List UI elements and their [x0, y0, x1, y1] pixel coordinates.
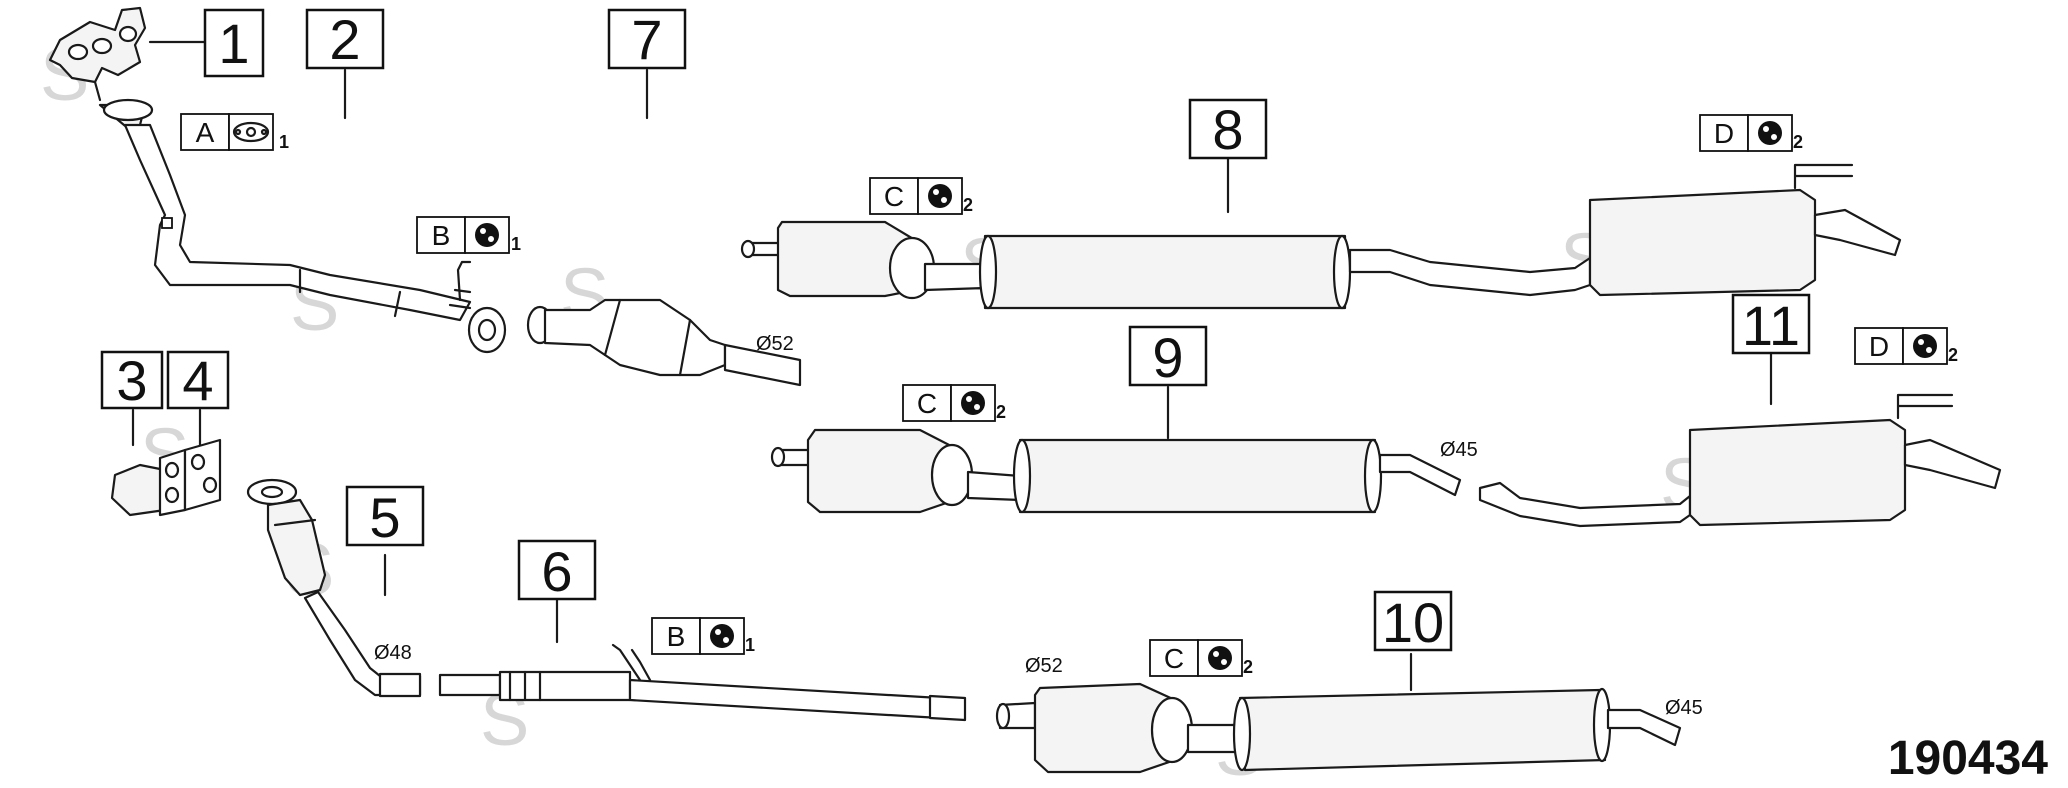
- fitting-code-qty: 1: [511, 234, 521, 254]
- fitting-code-letter: D: [1714, 118, 1734, 149]
- pipe-diameter-label: Ø52: [756, 333, 794, 355]
- pipe-diameter-label: Ø52: [1025, 655, 1063, 677]
- fitting-code-letter: B: [667, 621, 686, 652]
- intermediate-pipe-drawing: [438, 643, 967, 722]
- rubber-hanger-icon: [1208, 646, 1232, 670]
- fitting-code-letter: C: [1164, 643, 1184, 674]
- part-number-2[interactable]: 2: [305, 8, 385, 71]
- fitting-code-qty: 2: [1793, 132, 1803, 152]
- part-number-9[interactable]: 9: [1128, 325, 1208, 389]
- centre-silencer-bottom-drawing: [995, 682, 1682, 774]
- rubber-hanger-icon: [961, 391, 985, 415]
- part-number-label: 5: [369, 486, 400, 549]
- exhaust-manifold-drawing: [48, 6, 147, 102]
- centre-and-rear-silencer-top-drawing: [740, 163, 1902, 310]
- part-number-4[interactable]: 4: [166, 349, 230, 412]
- front-pipe-drawing: [98, 98, 507, 354]
- diagram-id: 190434: [1888, 732, 2048, 785]
- fitting-code-a[interactable]: A 1: [180, 113, 289, 152]
- catalytic-converter-drawing: [526, 298, 802, 387]
- leader-lines: [131, 40, 1773, 692]
- part-number-label: 1: [218, 12, 249, 75]
- rubber-hanger-icon: [1758, 121, 1782, 145]
- fitting-code-b[interactable]: B 1: [416, 216, 521, 254]
- fitting-code-c[interactable]: C 2: [902, 384, 1006, 422]
- part-number-8[interactable]: 8: [1188, 98, 1268, 161]
- part-number-3[interactable]: 3: [100, 349, 164, 412]
- part-number-10[interactable]: 10: [1373, 590, 1453, 654]
- pipe-diameter-label: Ø45: [1440, 439, 1478, 461]
- fitting-code-qty: 1: [745, 635, 755, 655]
- part-number-1[interactable]: 1: [203, 8, 265, 78]
- part-number-label: 2: [329, 8, 360, 71]
- fitting-code-letter: D: [1869, 331, 1889, 362]
- centre-silencer-middle-drawing: [770, 428, 1462, 514]
- rubber-hanger-icon: [475, 223, 499, 247]
- fitting-code-d[interactable]: D 2: [1854, 327, 1958, 365]
- fitting-code-qty: 1: [279, 132, 289, 152]
- pipe-diameter-label: Ø48: [374, 642, 412, 664]
- part-number-label: 8: [1212, 98, 1243, 161]
- part-number-11[interactable]: 11: [1731, 293, 1811, 357]
- gasket-icon: [232, 121, 270, 143]
- part-number-6[interactable]: 6: [517, 539, 597, 603]
- part-number-label: 10: [1382, 591, 1444, 654]
- part-number-label: 9: [1152, 326, 1183, 389]
- fitting-code-letter: C: [917, 388, 937, 419]
- fitting-code-qty: 2: [1243, 657, 1253, 677]
- fitting-code-letter: B: [432, 220, 451, 251]
- fitting-code-c[interactable]: C 2: [1149, 639, 1253, 677]
- fitting-code-qty: 2: [963, 195, 973, 215]
- downpipe-catalyst-drawing: [246, 478, 422, 698]
- part-number-label: 7: [631, 8, 662, 71]
- fitting-code-d[interactable]: D 2: [1699, 114, 1803, 152]
- gaskets-and-shield-drawing: [110, 438, 222, 517]
- fitting-code-c[interactable]: C 2: [869, 177, 973, 215]
- fitting-code-letter: C: [884, 181, 904, 212]
- fitting-code-qty: 2: [996, 402, 1006, 422]
- watermark-layer: S S S S S S S S S S S: [40, 33, 1709, 788]
- rubber-hanger-icon: [928, 184, 952, 208]
- part-number-label: 4: [182, 349, 213, 412]
- part-number-label: 6: [541, 540, 572, 603]
- fitting-code-qty: 2: [1948, 345, 1958, 365]
- rear-silencer-middle-drawing: [1478, 393, 2002, 528]
- pipe-diameter-label: Ø45: [1665, 697, 1703, 719]
- fitting-code-letter: A: [196, 117, 215, 148]
- part-number-5[interactable]: 5: [345, 485, 425, 549]
- part-number-7[interactable]: 7: [607, 8, 687, 71]
- rubber-hanger-icon: [1913, 334, 1937, 358]
- fitting-code-b[interactable]: B 1: [651, 617, 755, 655]
- rubber-hanger-icon: [710, 624, 734, 648]
- part-number-label: 3: [116, 349, 147, 412]
- part-number-label: 11: [1742, 294, 1800, 357]
